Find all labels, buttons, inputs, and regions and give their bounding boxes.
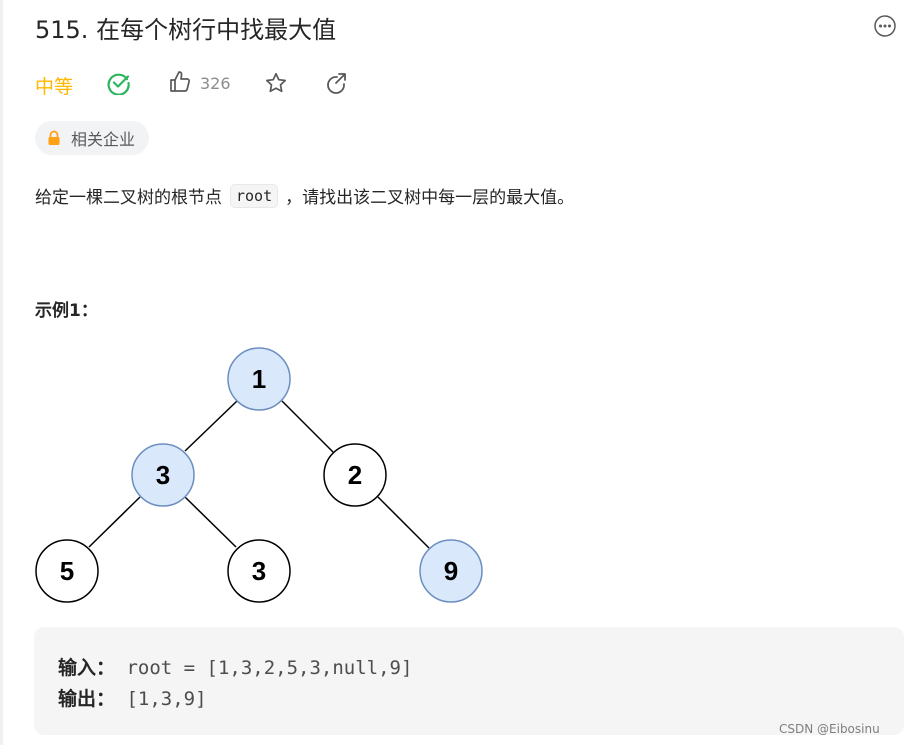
tree-node-label: 3 [252,556,266,586]
watermark: CSDN @Eibosinu [779,722,880,736]
example-code-block: 输入： root = [1,3,2,5,3,null,9] 输出： [1,3,9… [34,627,904,735]
output-value: [1,3,9] [115,688,207,710]
tree-node-label: 3 [156,460,170,490]
star-icon[interactable] [264,71,288,95]
like-count: 326 [200,74,231,93]
related-companies-tag[interactable]: 相关企业 [35,121,150,155]
tree-node: 2 [323,443,387,507]
edge-2-9 [377,496,430,549]
left-divider [0,0,3,745]
input-label: 输入： [58,657,116,679]
thumbs-up-icon[interactable] [168,70,192,94]
tree-node: 9 [419,539,483,603]
edge-3-5 [88,496,141,548]
tree-node-label: 1 [252,364,266,394]
tree-node: 5 [35,539,99,603]
lock-icon [48,130,60,145]
tree-node-label: 9 [444,556,458,586]
edge-3-3 [184,496,237,548]
tag-label: 相关企业 [71,130,136,149]
output-line: 输出： [1,3,9] [58,684,207,711]
tree-edges [88,400,430,549]
share-icon[interactable] [324,71,348,95]
tree-nodes: 1 3 2 5 3 9 [35,347,483,603]
output-label: 输出： [58,688,116,710]
problem-description: 给定一棵二叉树的根节点 root ，请找出该二叉树中每一层的最大值。 [35,183,574,208]
edge-1-3 [184,400,238,452]
edge-1-2 [281,400,334,453]
description-text-before: 给定一棵二叉树的根节点 [35,188,222,208]
tree-node: 3 [131,443,195,507]
tree-node: 1 [227,347,291,411]
problem-title: 515. 在每个树行中找最大值 [35,16,337,44]
solved-check-icon [107,73,130,95]
example-title: 示例1： [35,301,98,321]
difficulty-label: 中等 [35,76,74,98]
input-line: 输入： root = [1,3,2,5,3,null,9] [58,653,412,680]
tree-node-label: 2 [348,460,362,490]
tree-node: 3 [227,539,291,603]
tree-node-label: 5 [60,556,74,586]
problem-meta-bar: 中等 326 [35,68,435,100]
more-options-icon[interactable] [874,15,896,37]
input-value: root = [1,3,2,5,3,null,9] [115,657,413,679]
inline-code-root: root [230,183,279,208]
description-text-after: ，请找出该二叉树中每一层的最大值。 [285,188,575,208]
